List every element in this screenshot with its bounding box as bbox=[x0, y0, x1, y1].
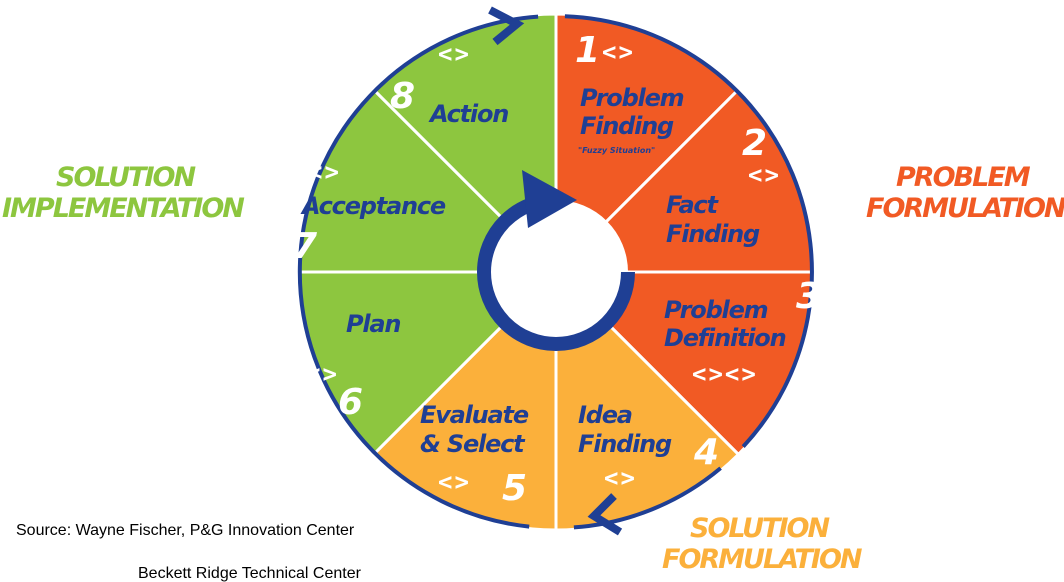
segment-1-symbol: <> bbox=[602, 38, 635, 66]
segment-8-label-line1: Action bbox=[428, 100, 508, 128]
phase-solution-formulation: SOLUTION FORMULATION bbox=[662, 513, 865, 575]
segment-4-symbol: <> bbox=[604, 464, 637, 492]
segment-4: Idea Finding 4 <> bbox=[578, 401, 719, 492]
segment-4-label-line1: Idea bbox=[578, 401, 632, 429]
segment-3-label-line2: Definition bbox=[664, 324, 786, 352]
segment-4-number: 4 bbox=[693, 432, 719, 473]
phase-solution-formulation-line2: FORMULATION bbox=[662, 544, 863, 575]
segment-5-label-line1: Evaluate bbox=[420, 401, 529, 429]
phase-solution-implementation-line1: SOLUTION bbox=[56, 162, 196, 193]
segment-1: 1 <> Problem Finding "Fuzzy Situation" bbox=[575, 30, 685, 155]
phase-problem-formulation-line2: FORMULATION bbox=[866, 193, 1064, 224]
segment-2-label-line1: Fact bbox=[666, 191, 719, 219]
segment-6: Plan <> 6 bbox=[306, 310, 402, 423]
phase-solution-implementation-line2: IMPLEMENTATION bbox=[2, 193, 245, 224]
segment-3: 3 Problem Definition <><> bbox=[664, 276, 821, 388]
segment-1-label-line1: Problem bbox=[580, 84, 684, 112]
outer-border-green bbox=[297, 14, 539, 529]
segment-2: 2 <> Fact Finding bbox=[666, 123, 781, 248]
segment-5-number: 5 bbox=[502, 468, 527, 509]
center-hub bbox=[484, 200, 628, 344]
segment-6-number: 6 bbox=[338, 382, 363, 423]
segment-3-number: 3 bbox=[796, 276, 821, 317]
segment-1-number: 1 bbox=[575, 30, 600, 71]
phase-solution-formulation-line1: SOLUTION bbox=[690, 513, 830, 544]
segment-2-number: 2 bbox=[742, 123, 767, 164]
bottom-arrow-icon bbox=[587, 493, 623, 536]
segment-4-label-line2: Finding bbox=[578, 430, 672, 458]
segment-2-symbol: <> bbox=[748, 161, 781, 189]
segment-7-label-line1: Acceptance bbox=[300, 192, 446, 220]
segment-2-label-line2: Finding bbox=[666, 220, 760, 248]
top-arrow-icon bbox=[488, 6, 525, 46]
phase-problem-formulation: PROBLEM FORMULATION bbox=[866, 162, 1064, 224]
segment-7-symbol: <> bbox=[308, 158, 341, 186]
phase-solution-implementation: SOLUTION IMPLEMENTATION bbox=[2, 162, 247, 224]
segment-7: <> Acceptance 7 bbox=[292, 158, 447, 267]
segment-1-label-line2: Finding bbox=[580, 112, 674, 140]
segment-8-symbol: <> bbox=[438, 40, 471, 68]
center-cycle-arrow bbox=[477, 193, 635, 351]
segment-6-symbol: <> bbox=[306, 360, 339, 388]
source-credit: Source: Wayne Fischer, P&G Innovation Ce… bbox=[16, 522, 362, 582]
source-line1: Source: Wayne Fischer, P&G Innovation Ce… bbox=[16, 522, 355, 539]
phase-problem-formulation-line1: PROBLEM bbox=[896, 162, 1031, 193]
segment-8: <> 8 Action bbox=[390, 40, 509, 128]
segment-1-sublabel: "Fuzzy Situation" bbox=[578, 146, 655, 155]
segment-6-label-line1: Plan bbox=[346, 310, 400, 338]
segment-5-symbol: <> bbox=[438, 468, 471, 496]
center-cycle-arrow-head bbox=[522, 170, 577, 228]
outer-border-red bbox=[564, 14, 814, 448]
outer-border-orange bbox=[573, 466, 722, 530]
segment-8-number: 8 bbox=[390, 76, 415, 117]
segment-5-label-line2: & Select bbox=[420, 430, 526, 458]
segment-7-number: 7 bbox=[292, 226, 317, 267]
source-line2: Beckett Ridge Technical Center bbox=[138, 565, 362, 582]
segment-5: Evaluate & Select <> 5 bbox=[420, 401, 530, 509]
segment-3-symbol: <><> bbox=[692, 360, 758, 388]
segment-3-label-line1: Problem bbox=[664, 296, 768, 324]
